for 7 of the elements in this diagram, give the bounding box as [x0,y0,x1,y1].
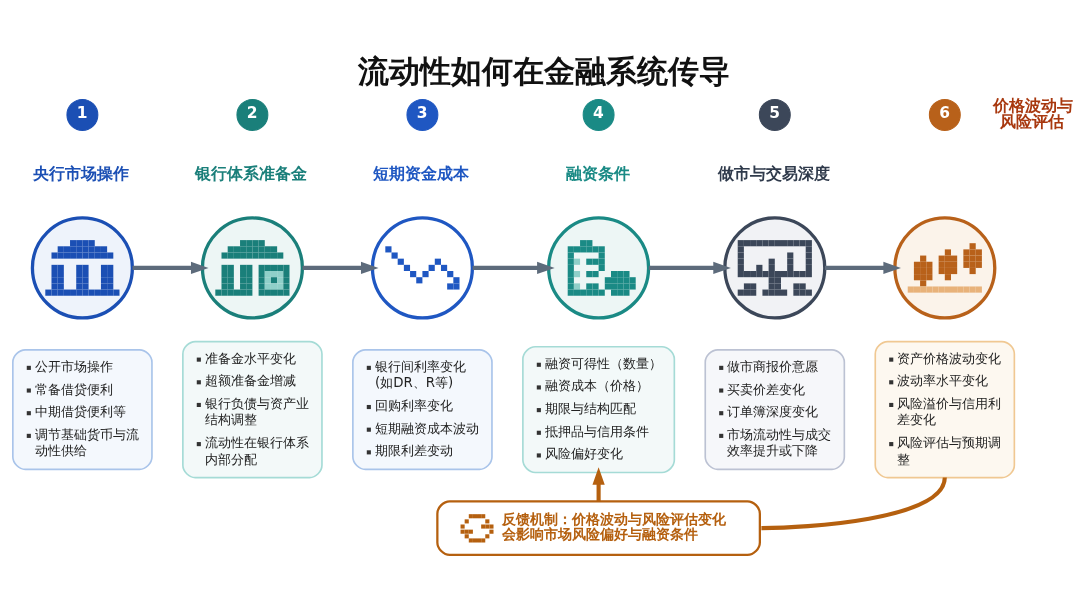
node-label: 银行体系准备金 [195,163,308,183]
diagram-title: 流动性如何在金融系统传导 [358,52,731,89]
node-label: 价格波动与风险评估 [992,95,1073,131]
node-label: 央行市场操作 [33,163,130,183]
node-label: 融资条件 [565,163,630,183]
node-label: 短期资金成本 [373,163,470,183]
node-label: 做市与交易深度 [717,163,830,183]
